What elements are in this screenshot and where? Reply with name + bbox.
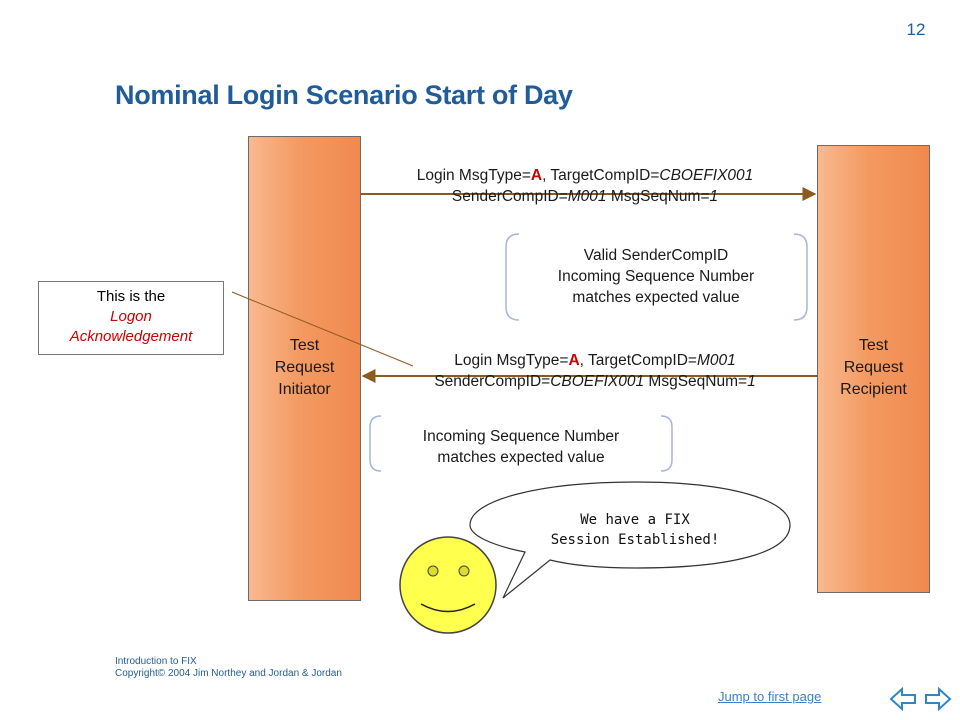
- left-arrow-icon[interactable]: [889, 686, 919, 712]
- smiley-face-icon: [399, 536, 497, 634]
- validation-1-line2: Incoming Sequence Number: [557, 268, 755, 285]
- validation-1-left-bracket: [505, 233, 520, 321]
- recipient-label-line2: Request: [843, 359, 904, 376]
- footer-copyright: Copyright© 2004 Jim Northey and Jordan &…: [115, 668, 342, 679]
- initiator-label-line1: Test: [289, 337, 320, 354]
- speech-bubble-line2: Session Established!: [550, 532, 720, 548]
- callout-line3: Acknowledgement: [69, 328, 193, 345]
- footer-title: Introduction to FIX: [115, 656, 197, 667]
- validation-2-right-bracket: [660, 415, 673, 472]
- validation-1-note: Valid SenderCompID Incoming Sequence Num…: [516, 245, 796, 308]
- page-number: 12: [906, 20, 926, 39]
- callout-connector-line: [231, 291, 414, 367]
- test-request-initiator-bar: Test Request Initiator: [248, 136, 361, 601]
- speech-bubble-line1: We have a FIX: [580, 512, 690, 528]
- speech-bubble-text: We have a FIX Session Established!: [500, 510, 770, 550]
- footer: Introduction to FIX Copyright© 2004 Jim …: [115, 656, 342, 680]
- recipient-label: Test Request Recipient: [818, 335, 929, 401]
- login-request-line2: SenderCompID=M001 MsgSeqNum=1: [451, 188, 719, 205]
- jump-to-first-page-link[interactable]: Jump to first page: [718, 689, 822, 704]
- slide-title: Nominal Login Scenario Start of Day: [115, 80, 573, 110]
- validation-2-left-bracket: [369, 415, 382, 472]
- callout-line2: Logon: [110, 308, 152, 325]
- validation-2-line2: matches expected value: [437, 449, 605, 466]
- initiator-label-line3: Initiator: [278, 381, 331, 398]
- recipient-label-line1: Test: [858, 337, 889, 354]
- recipient-label-line3: Recipient: [840, 381, 907, 398]
- test-request-recipient-bar: Test Request Recipient: [817, 145, 930, 593]
- callout-line1: This is the: [96, 288, 166, 305]
- validation-1-line1: Valid SenderCompID: [583, 247, 729, 264]
- validation-1-right-bracket: [793, 233, 808, 321]
- initiator-label-line2: Request: [274, 359, 335, 376]
- login-request-line1: Login MsgType=A, TargetCompID=CBOEFIX001: [416, 167, 754, 184]
- login-ack-line1: Login MsgType=A, TargetCompID=M001: [454, 352, 736, 369]
- login-ack-line2: SenderCompID=CBOEFIX001 MsgSeqNum=1: [434, 373, 756, 390]
- login-ack-message: Login MsgType=A, TargetCompID=M001 Sende…: [380, 350, 810, 392]
- logon-acknowledgement-callout: This is the Logon Acknowledgement: [38, 281, 224, 355]
- validation-1-line3: matches expected value: [572, 289, 740, 306]
- right-arrow-icon[interactable]: [922, 686, 952, 712]
- validation-2-line1: Incoming Sequence Number: [422, 428, 620, 445]
- initiator-label: Test Request Initiator: [249, 335, 360, 401]
- login-request-message: Login MsgType=A, TargetCompID=CBOEFIX001…: [370, 165, 800, 207]
- validation-2-note: Incoming Sequence Number matches expecte…: [380, 426, 662, 468]
- speech-bubble: [469, 481, 791, 599]
